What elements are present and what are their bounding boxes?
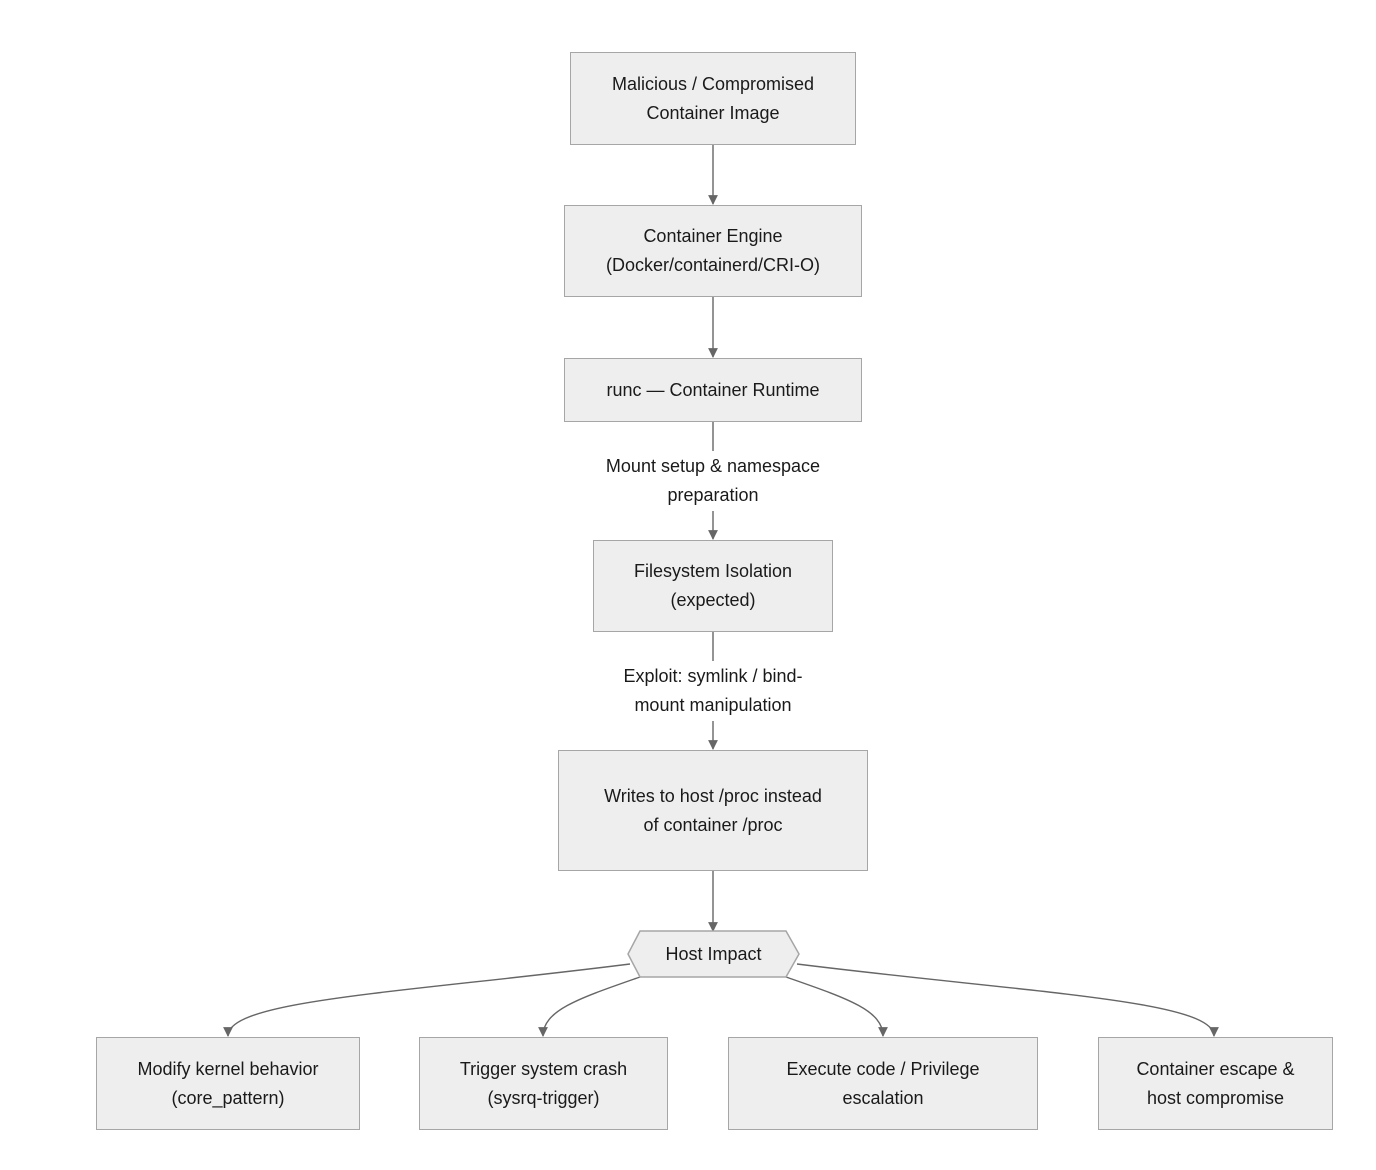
node-modify-kernel: Modify kernel behavior (core_pattern): [96, 1037, 360, 1130]
edge-impact-kernel: [223, 963, 631, 1037]
node-modify-kernel-label: Modify kernel behavior (core_pattern): [137, 1058, 319, 1108]
edge-label-mount-text: Mount setup & namespace preparation: [605, 456, 821, 505]
node-system-crash: Trigger system crash (sysrq-trigger): [419, 1037, 668, 1130]
edge-label-mount: Mount setup & namespace preparation: [583, 451, 843, 511]
node-execute-code-label: Execute code / Privilege escalation: [786, 1058, 980, 1108]
edge-impact-crash: [538, 976, 641, 1037]
node-writes-host-proc: Writes to host /proc instead of containe…: [558, 750, 868, 871]
edge-impact-escape: [796, 963, 1219, 1037]
node-container-engine: Container Engine (Docker/containerd/CRI-…: [564, 205, 862, 297]
edge-label-exploit: Exploit: symlink / bind-mount manipulati…: [603, 661, 823, 721]
host-impact-hexagon: [627, 930, 800, 978]
node-filesystem-isolation: Filesystem Isolation (expected): [593, 540, 833, 632]
node-writes-host-proc-label: Writes to host /proc instead of containe…: [604, 785, 822, 835]
node-system-crash-label: Trigger system crash (sysrq-trigger): [459, 1058, 628, 1108]
node-container-escape-label: Container escape & host compromise: [1136, 1058, 1295, 1108]
node-container-escape: Container escape & host compromise: [1098, 1037, 1333, 1130]
edge-label-exploit-text: Exploit: symlink / bind-mount manipulati…: [623, 666, 803, 715]
node-host-impact-label: Host Impact: [665, 944, 762, 964]
node-runc: runc — Container Runtime: [564, 358, 862, 422]
edge-impact-exec: [785, 976, 888, 1037]
node-runc-label: runc — Container Runtime: [606, 379, 820, 400]
node-execute-code: Execute code / Privilege escalation: [728, 1037, 1038, 1130]
node-filesystem-isolation-label: Filesystem Isolation (expected): [633, 561, 793, 610]
node-host-impact: Host Impact: [628, 931, 799, 977]
node-container-image: Malicious / Compromised Container Image: [570, 52, 856, 145]
node-container-engine-label: Container Engine (Docker/containerd/CRI-…: [605, 226, 821, 275]
node-container-image-label: Malicious / Compromised Container Image: [611, 73, 815, 123]
